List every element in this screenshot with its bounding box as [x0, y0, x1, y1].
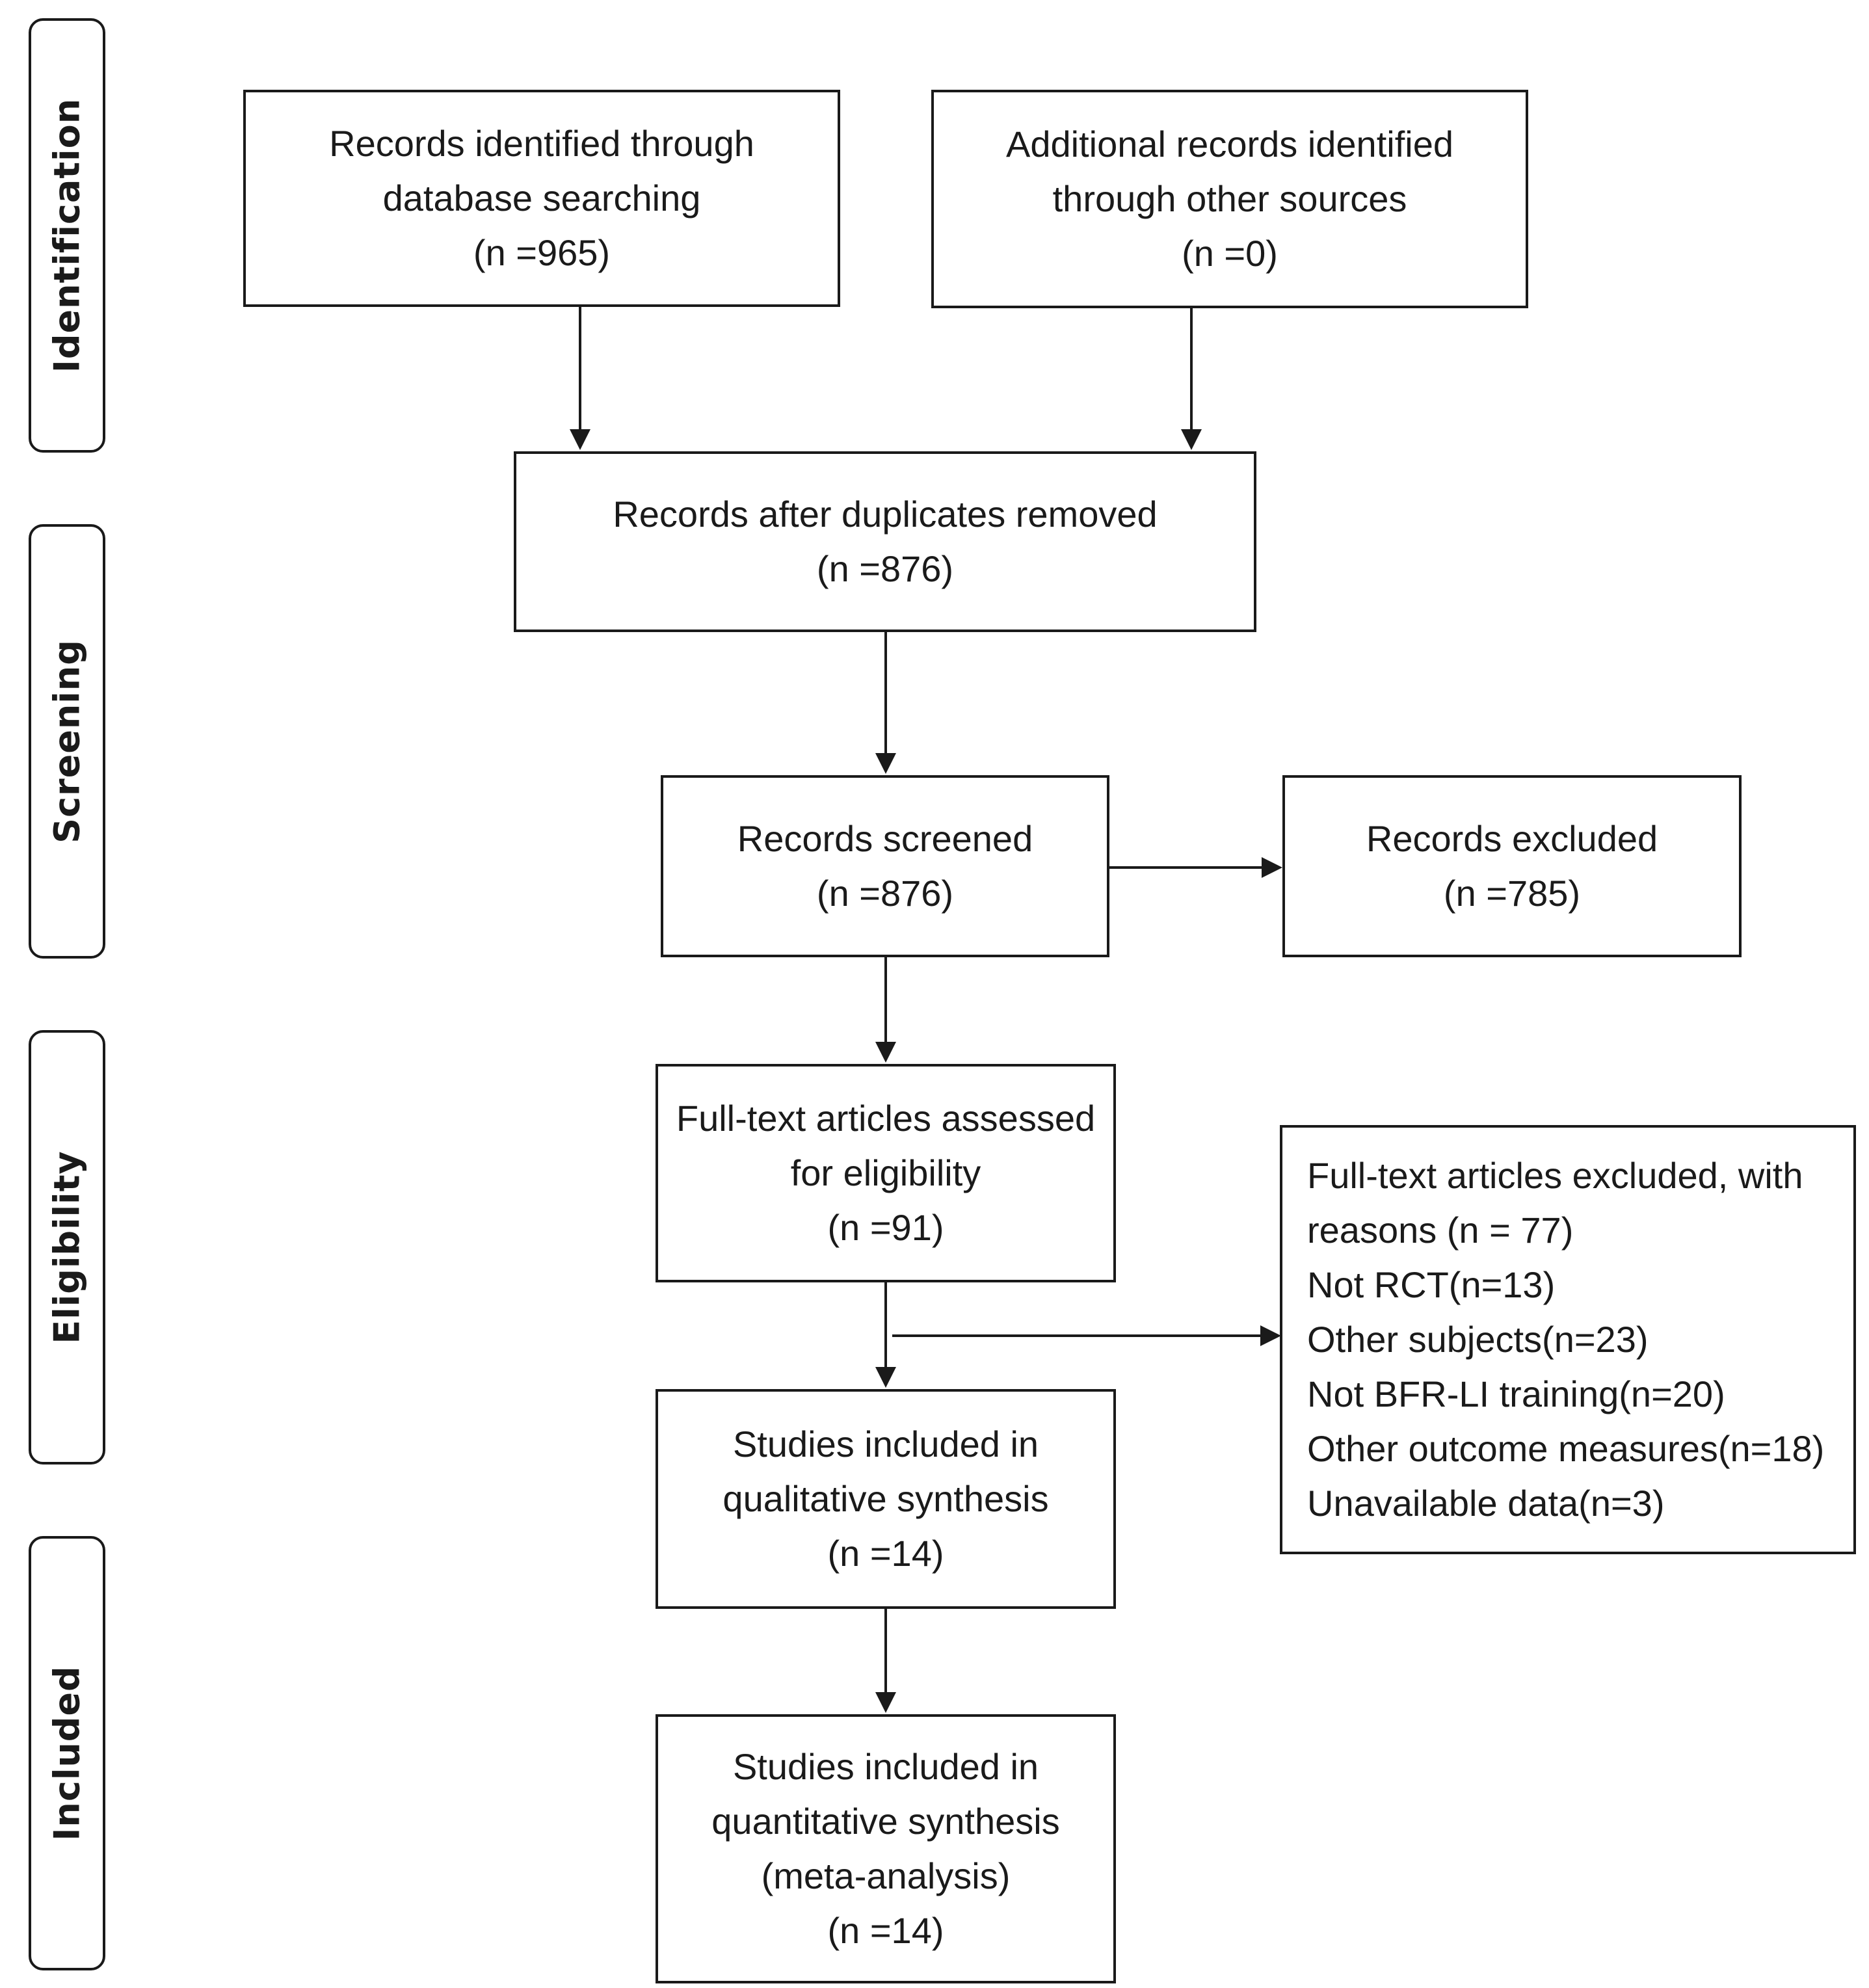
exclusion-reason: Not BFR-LI training(n=20) — [1307, 1373, 1725, 1414]
phase-identification: Identification — [29, 18, 105, 453]
db-search-line2: database searching — [382, 178, 701, 219]
box-qualitative-synthesis: Studies included in qualitative synthesi… — [656, 1389, 1116, 1609]
quantitative-line2: quantitative synthesis — [711, 1801, 1060, 1842]
exclusion-reason: Unavailable data(n=3) — [1307, 1483, 1665, 1524]
phase-screening: Screening — [29, 524, 105, 959]
quantitative-count: (n =14) — [827, 1910, 944, 1951]
records-screened-line1: Records screened — [737, 818, 1033, 859]
box-duplicates-removed: Records after duplicates removed (n =876… — [514, 451, 1256, 632]
exclusion-reason: Other subjects(n=23) — [1307, 1319, 1649, 1360]
db-search-line1: Records identified through — [329, 123, 754, 164]
db-search-count: (n =965) — [473, 232, 611, 273]
box-database-search: Records identified through database sear… — [243, 90, 840, 307]
qualitative-line1: Studies included in — [732, 1424, 1039, 1464]
box-fulltext-excluded: Full-text articles excluded, with reason… — [1280, 1125, 1856, 1554]
box-other-sources: Additional records identified through ot… — [931, 90, 1528, 308]
other-sources-count: (n =0) — [1182, 233, 1278, 274]
fulltext-assessed-count: (n =91) — [827, 1207, 944, 1248]
qualitative-line2: qualitative synthesis — [722, 1478, 1049, 1519]
box-quantitative-synthesis: Studies included in quantitative synthes… — [656, 1714, 1116, 1983]
fulltext-excluded-line2: reasons (n = 77) — [1307, 1210, 1574, 1251]
phase-included: Included — [29, 1536, 105, 1970]
quantitative-line1: Studies included in — [732, 1746, 1039, 1787]
duplicates-removed-line1: Records after duplicates removed — [613, 494, 1158, 535]
box-records-excluded: Records excluded (n =785) — [1282, 775, 1742, 957]
records-excluded-count: (n =785) — [1443, 873, 1581, 914]
other-sources-line2: through other sources — [1052, 178, 1407, 219]
quantitative-line3: (meta-analysis) — [761, 1855, 1011, 1896]
records-screened-count: (n =876) — [816, 873, 954, 914]
fulltext-assessed-line1: Full-text articles assessed — [676, 1098, 1096, 1139]
box-records-screened: Records screened (n =876) — [661, 775, 1109, 957]
other-sources-line1: Additional records identified — [1006, 124, 1453, 165]
box-fulltext-assessed: Full-text articles assessed for eligibil… — [656, 1064, 1116, 1282]
fulltext-excluded-line1: Full-text articles excluded, with — [1307, 1155, 1803, 1196]
duplicates-removed-count: (n =876) — [816, 548, 954, 589]
exclusion-reason: Not RCT(n=13) — [1307, 1264, 1556, 1305]
fulltext-assessed-line2: for eligibility — [790, 1152, 981, 1193]
qualitative-count: (n =14) — [827, 1533, 944, 1574]
records-excluded-line1: Records excluded — [1366, 818, 1658, 859]
phase-eligibility: Eligibility — [29, 1030, 105, 1464]
exclusion-reason: Other outcome measures(n=18) — [1307, 1428, 1825, 1469]
